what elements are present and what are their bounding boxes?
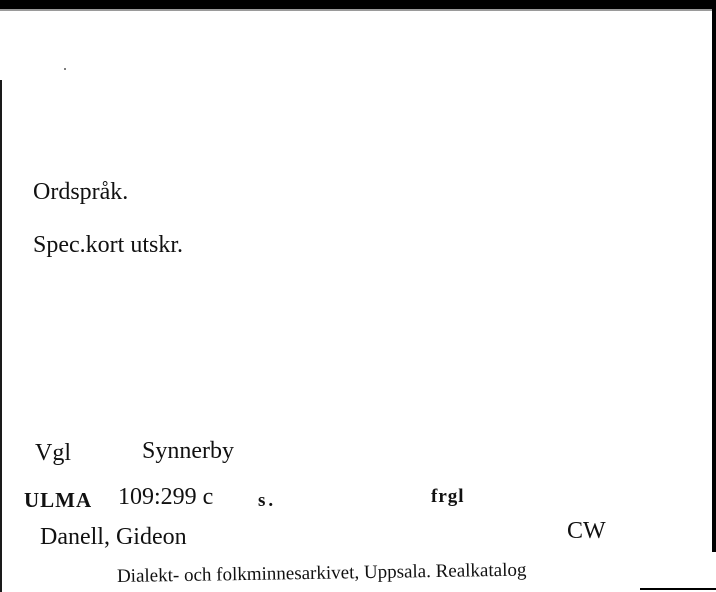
card-parish: Synnerby bbox=[142, 438, 234, 464]
card-record-number: 109:299 c bbox=[118, 484, 214, 510]
card-initials: CW bbox=[567, 518, 606, 544]
card-note: Spec.kort utskr. bbox=[33, 232, 183, 258]
card-topic: Ordspråk. bbox=[33, 179, 129, 205]
card-province: Vgl bbox=[35, 440, 71, 466]
scan-border-top-shadow bbox=[0, 9, 716, 11]
card-archive-code: ULMA bbox=[24, 488, 93, 512]
card-footer: Dialekt- och folkminnesarkivet, Uppsala.… bbox=[116, 559, 527, 587]
scan-speck bbox=[64, 68, 66, 70]
scan-border-right bbox=[712, 0, 716, 552]
card-type-code: frgl bbox=[431, 486, 465, 507]
card-page-marker: s. bbox=[258, 490, 277, 511]
scan-border-bottom-right bbox=[640, 588, 716, 590]
scan-border-top bbox=[0, 0, 716, 9]
scan-border-left bbox=[0, 80, 2, 592]
card-collector: Danell, Gideon bbox=[40, 524, 187, 550]
